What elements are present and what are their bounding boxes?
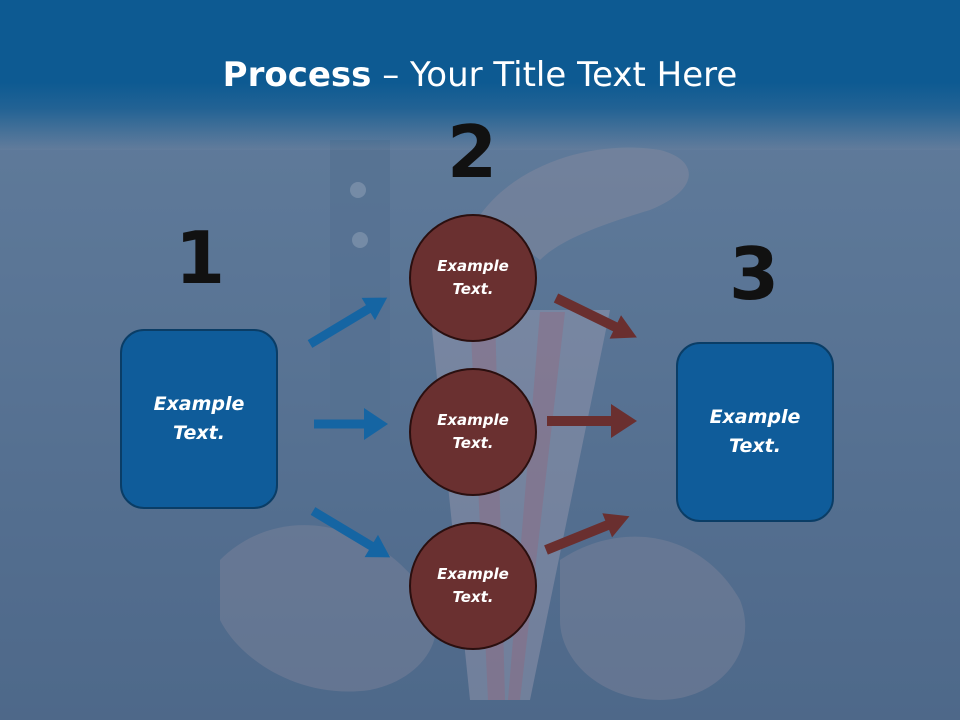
hand-shape <box>480 147 689 260</box>
step-number-3: 3 <box>728 232 780 316</box>
circle-top-text: Example Text. <box>437 257 509 298</box>
shirt-button <box>352 232 368 248</box>
middle-circle-top[interactable]: Example Text. <box>409 214 537 342</box>
hand-shape <box>560 536 746 700</box>
right-step-text: Example Text. <box>709 406 801 457</box>
title-bar <box>0 0 960 150</box>
middle-circle-bottom[interactable]: Example Text. <box>409 522 537 650</box>
title-dash: – <box>371 55 411 95</box>
title-strong: Process <box>222 55 372 95</box>
shirt-button <box>350 182 366 198</box>
right-step-box[interactable]: Example Text. <box>676 342 834 522</box>
title-rest: Your Title Text Here <box>410 55 738 95</box>
slide-title: Process – Your Title Text Here <box>0 52 960 98</box>
left-step-text: Example Text. <box>153 393 245 444</box>
step-number-1: 1 <box>174 216 226 300</box>
circle-bottom-text: Example Text. <box>437 565 509 606</box>
middle-circle-center[interactable]: Example Text. <box>409 368 537 496</box>
hand-shape <box>220 525 437 692</box>
step-number-2: 2 <box>446 110 498 194</box>
left-step-box[interactable]: Example Text. <box>120 329 278 509</box>
circle-center-text: Example Text. <box>437 411 509 452</box>
